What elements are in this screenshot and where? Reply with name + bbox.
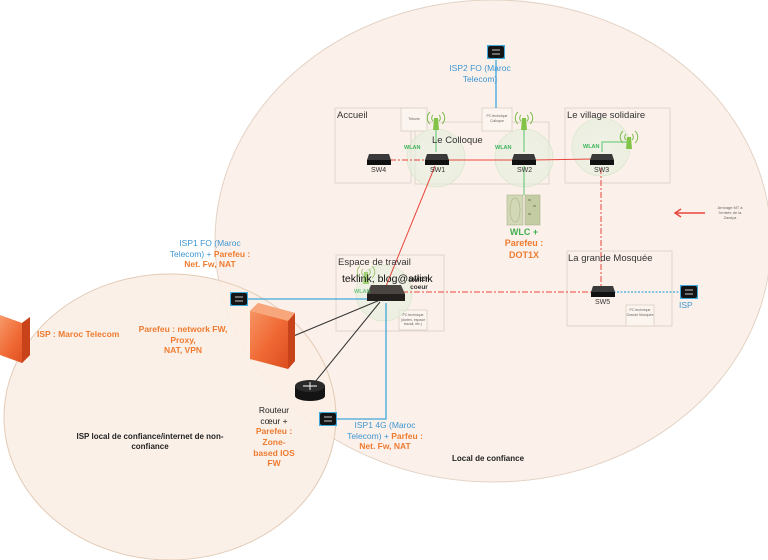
room-village (564, 107, 671, 184)
isp1-4g-line2-blue: Telecom) + (347, 430, 392, 441)
firewall-main-line3: NAT, VPN (163, 345, 203, 356)
wlc-line3: DOT1X (508, 249, 539, 260)
core-router-line1: Routeur (258, 405, 290, 415)
wlc-line2: Parefeu : (504, 238, 544, 249)
core-router-line3: Parefeu : (255, 426, 293, 437)
access-point-core-icon (356, 265, 376, 284)
pc-espace-label: PC technique (dorten, espace travail, et… (400, 313, 426, 327)
router-isp2-icon[interactable] (487, 45, 505, 59)
access-point-sw3-icon (619, 130, 639, 149)
wlan-label-sw2: WLAN (495, 145, 512, 151)
access-point-sw1-icon (426, 111, 446, 130)
switch-label-sw1: SW1 (430, 167, 446, 174)
wlc-line1: WLC + (509, 227, 539, 237)
isp1-4g-line2-orange: Parfeu : (391, 430, 423, 441)
isp1-fo-line2-blue: Telecom) + (169, 248, 214, 259)
switch-sw5-icon[interactable] (591, 286, 615, 297)
switch-label-sw5: SW5 (595, 299, 611, 306)
core-router-line2: cœur + (260, 415, 288, 426)
router-isp1-fo-icon[interactable] (230, 292, 248, 306)
isp1-4g-line1: ISP1 4G (Maroc (354, 420, 416, 430)
isp2-line1: ISP2 FO (Maroc (449, 63, 511, 73)
isp1-fo-line2-orange: Parefeu : (213, 248, 251, 259)
room-title-village: Le village solidaire (567, 110, 646, 121)
switch-label-sw3: SW3 (594, 167, 610, 174)
arrival-arrow-head (673, 208, 682, 218)
room-espace-travail (335, 254, 445, 332)
link-sw1-core (381, 165, 436, 297)
wlan-label-sw3: WLAN (583, 144, 600, 150)
firewall-main-label: Parefeu : network FW, Proxy, NAT, VPN (128, 324, 238, 356)
room-title-colloque: Le Colloque (432, 135, 483, 146)
wlc-controller-icon[interactable] (506, 194, 541, 226)
pc-mosquee-label: PC technique Grande Mosquée (626, 308, 654, 317)
switch-sw3-icon[interactable] (590, 154, 614, 165)
firewall-main-line1: Parefeu : network FW, (138, 324, 228, 334)
arrival-note: Arrivage MT à l'entrée de la Zawiya (710, 205, 750, 220)
isp1-4g-label: ISP1 4G (Maroc Telecom) + Parfeu : Net. … (335, 420, 435, 452)
isp2-label: ISP2 FO (Maroc Telecom) (425, 63, 535, 84)
switch-sw4-icon[interactable] (367, 154, 391, 165)
room-title-mosquee: La grande Mosquée (568, 253, 653, 264)
switch-sw2-icon[interactable] (512, 154, 536, 165)
switch-label-core: Switch coeur (405, 276, 433, 292)
isp1-fo-label: ISP1 FO (Maroc Telecom) + Parefeu : Net.… (160, 238, 260, 270)
firewall-isp-icon[interactable] (0, 315, 30, 363)
core-router-icon[interactable] (295, 380, 325, 401)
switch-label-sw2: SW2 (517, 167, 533, 174)
link-isp1-4g (334, 303, 387, 420)
tribune-label: Tribune (408, 117, 420, 121)
untrusted-zone-label: ISP local de confiance/internet de non-c… (76, 432, 224, 451)
room-mosquee (566, 250, 673, 327)
isp1-fo-line1: ISP1 FO (Maroc (179, 238, 241, 248)
switch-core-line2: coeur (410, 284, 428, 292)
pc-mosquee-box (625, 304, 655, 327)
switch-core-icon[interactable] (367, 285, 405, 301)
wlan-link-sw3 (601, 141, 627, 152)
pc-colloque-box (481, 107, 513, 132)
link-core-firewall (283, 299, 381, 341)
core-router-line5: based IOS (253, 447, 295, 458)
isp-maroc-label: ISP : Maroc Telecom (37, 329, 120, 339)
room-title-accueil: Accueil (337, 110, 368, 121)
isp1-fo-line3: Net. Fw, NAT (184, 259, 236, 270)
trusted-zone (214, 0, 768, 483)
wlan-label-core: WLAN (354, 289, 371, 295)
link-core-router (314, 301, 381, 383)
isp-mosquee-label: ISP (679, 300, 693, 310)
trusted-zone-label: Local de confiance (452, 454, 525, 463)
switch-sw1-icon[interactable] (425, 154, 449, 165)
arrival-note-line3: Zawiya (723, 215, 737, 220)
core-router-line6: FW (267, 458, 281, 469)
firewall-main-icon[interactable] (250, 303, 295, 369)
arrival-note-line2: l'entrée de la (718, 210, 742, 215)
wlan-label-sw1: WLAN (404, 145, 421, 151)
switch-label-sw4: SW4 (371, 167, 387, 174)
isp1-4g-line3: Net. Fw, NAT (359, 441, 411, 452)
core-router-label: Routeur cœur + Parefeu : Zone- based IOS… (244, 405, 304, 469)
core-router-line4: Zone- (262, 436, 286, 447)
link-sw2-sw3 (532, 158, 595, 161)
router-isp-mosquee-icon[interactable] (680, 285, 698, 299)
room-title-espace: Espace de travail (338, 257, 411, 268)
isp2-line2: Telecom) (462, 73, 498, 84)
router-isp1-4g-icon[interactable] (319, 412, 337, 426)
wlc-label: WLC + Parefeu : DOT1X (490, 227, 558, 261)
access-point-sw2-icon (514, 111, 534, 130)
watermark-text: teklink, blog@atlink (342, 273, 433, 285)
pc-colloque-label: PC technique Colloque (486, 114, 508, 123)
switch-core-line1: Switch (408, 276, 430, 283)
firewall-main-line2: Proxy, (170, 334, 196, 345)
arrival-note-line1: Arrivage MT à (717, 205, 743, 210)
pc-espace-box (398, 309, 428, 331)
